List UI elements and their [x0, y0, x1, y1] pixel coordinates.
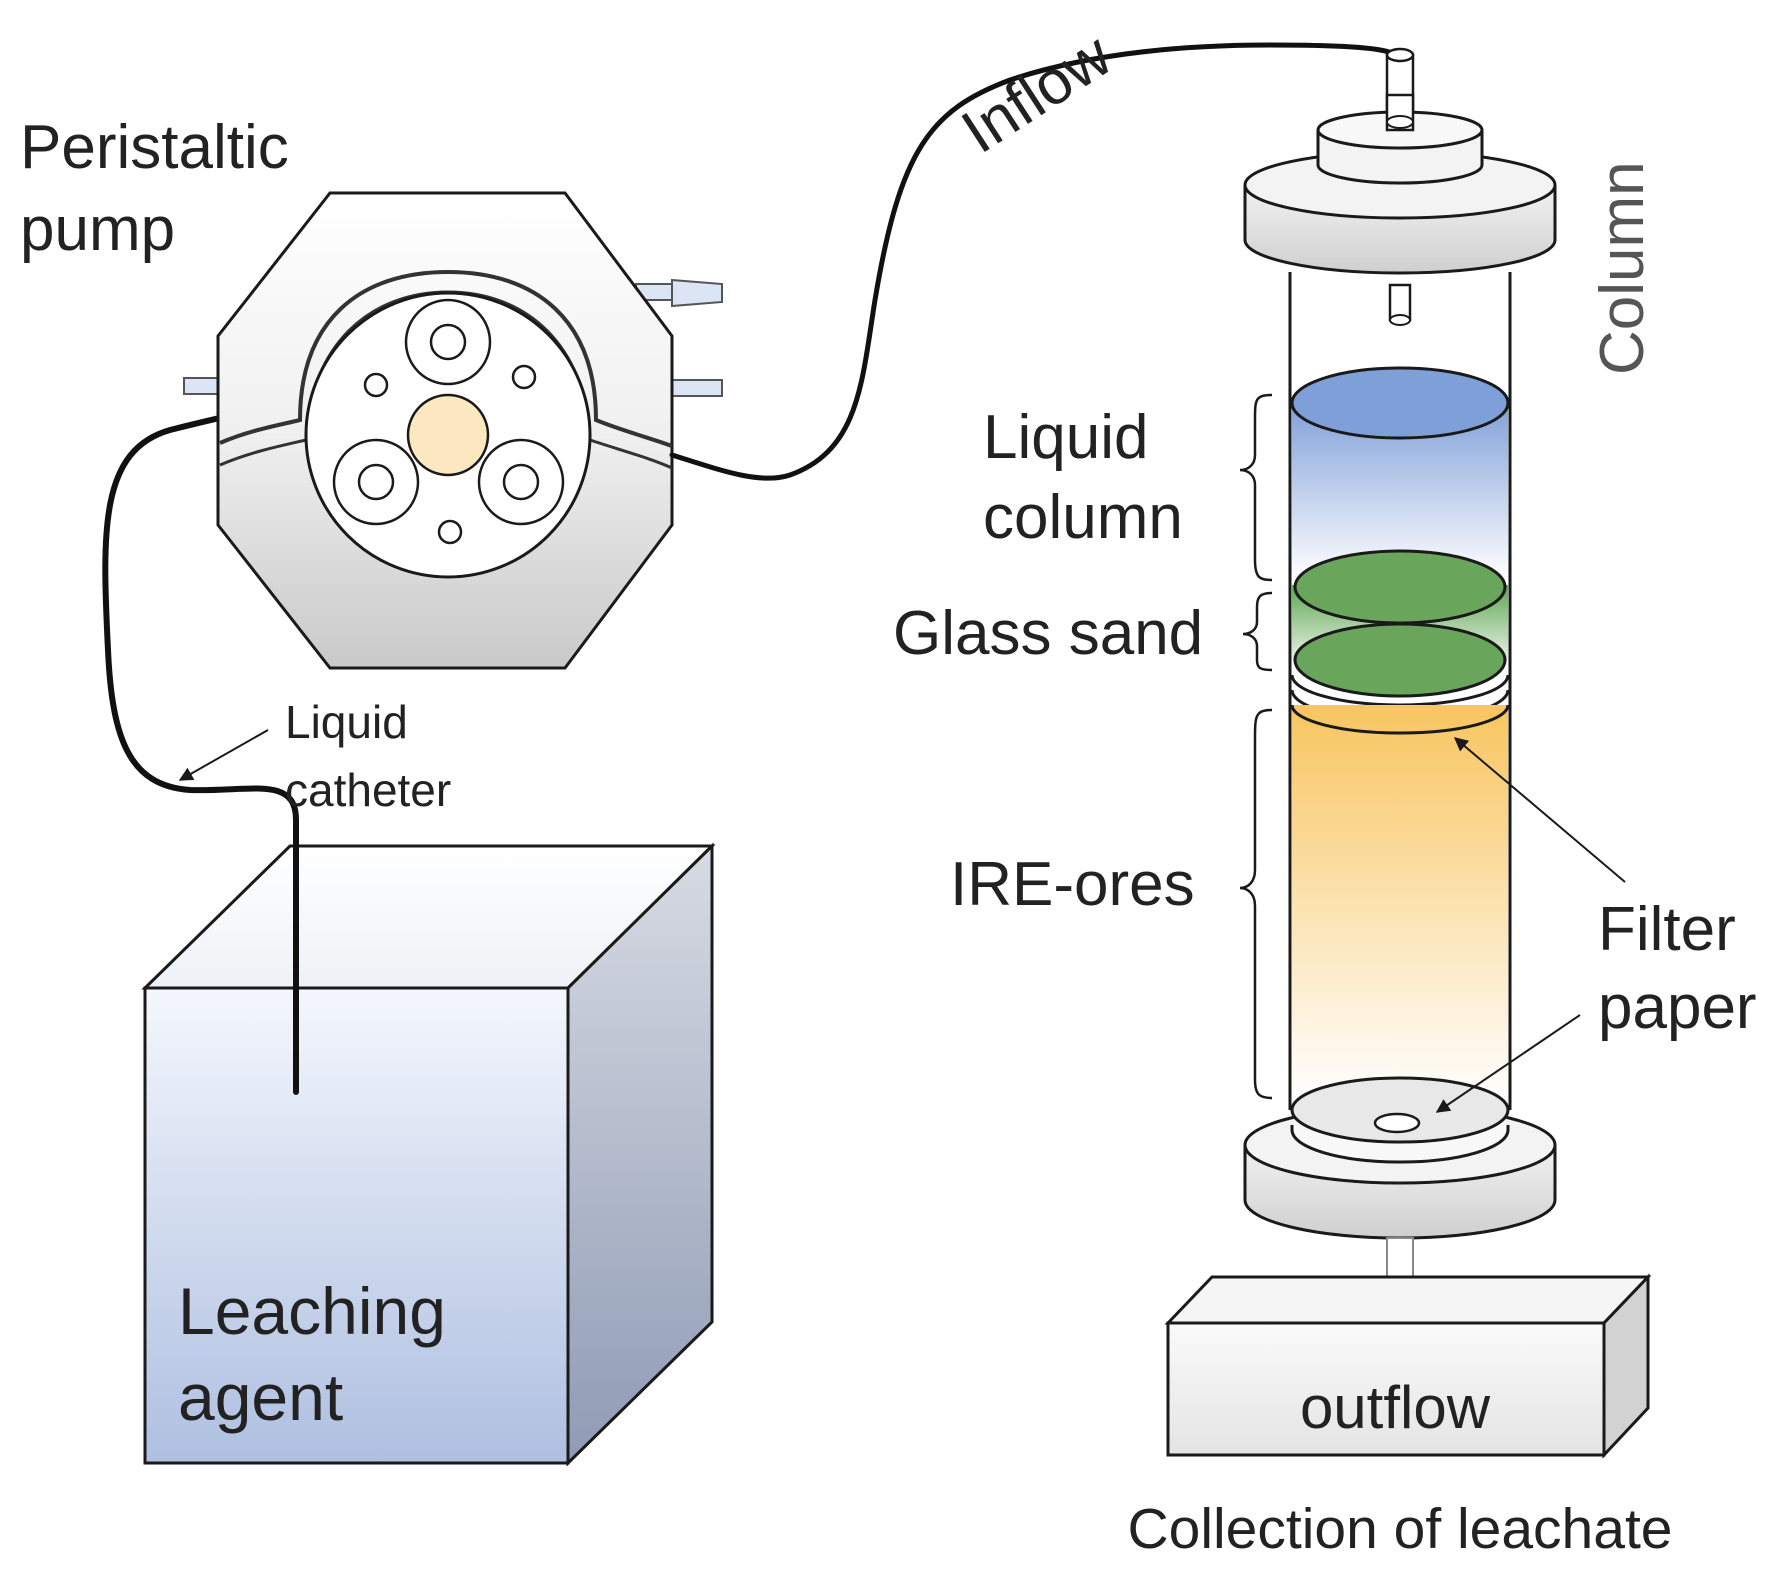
glass-sand-disc-bottom [1293, 622, 1507, 698]
label-liquid-column-line2: column [983, 483, 1183, 552]
inlet-pipe-top [1385, 47, 1415, 63]
label-filter-paper-line1: Filter [1598, 895, 1736, 964]
pump-bolt-3 [437, 519, 463, 545]
liquid-surface [1290, 366, 1510, 440]
collector-icon [1164, 1273, 1652, 1459]
bottom-plate [1290, 1076, 1510, 1144]
liquid-catheter-tube [102, 402, 303, 1095]
pump-tube-track [219, 269, 673, 448]
label-glass-sand: Glass sand [893, 599, 1203, 668]
label-catheter-line1: Liquid [285, 696, 408, 748]
label-filter-paper-line2: paper [1598, 973, 1757, 1042]
outlet-hole [1373, 1112, 1421, 1134]
collector-front [1166, 1321, 1606, 1457]
pump-bolt-1 [363, 372, 389, 398]
pump-roller-top-hole [429, 323, 467, 361]
tank-front [143, 986, 570, 1465]
inflow-tube [669, 42, 1403, 481]
label-leaching-line1: Leaching [178, 1274, 446, 1348]
column-icon [1243, 47, 1557, 1300]
label-liquid-column-line1: Liquid [983, 403, 1148, 472]
inlet-pipe-upper-end [1386, 115, 1414, 129]
drip-tip-end [1389, 314, 1411, 326]
label-ire-ores: IRE-ores [950, 850, 1195, 919]
label-leaching-line2: agent [178, 1360, 343, 1434]
brace-liquid-column [1239, 393, 1273, 582]
pump-nozzle [671, 278, 723, 308]
arrow-filter-top [1453, 737, 1626, 883]
label-outflow: outflow [1300, 1374, 1491, 1441]
label-pump-line2: pump [20, 195, 175, 264]
ore-layer [1292, 705, 1508, 1100]
pump-roller-right-hole [502, 463, 540, 501]
brace-ire-ores [1239, 708, 1273, 1100]
collector-top [1164, 1275, 1652, 1325]
glass-sand-disc-top [1293, 549, 1507, 625]
pump-bolt-2 [511, 364, 537, 390]
pump-hub [406, 393, 490, 477]
label-inflow: Inflow [950, 21, 1124, 167]
label-collection: Collection of leachate [1127, 1497, 1672, 1561]
pump-roller-left-hole [357, 463, 395, 501]
label-catheter-line2: catheter [285, 764, 451, 816]
arrow-catheter [178, 729, 269, 781]
arrow-filter-bottom [1435, 1014, 1581, 1113]
pump-connector-left [183, 377, 221, 395]
peristaltic-pump-icon [183, 191, 723, 670]
label-column: Column [1588, 161, 1657, 375]
ore-top-edge [1290, 704, 1510, 735]
tank-icon [141, 842, 716, 1467]
brace-glass-sand [1242, 591, 1273, 672]
label-pump-line1: Peristaltic [20, 113, 289, 182]
pump-connector-right-bottom [671, 379, 723, 397]
